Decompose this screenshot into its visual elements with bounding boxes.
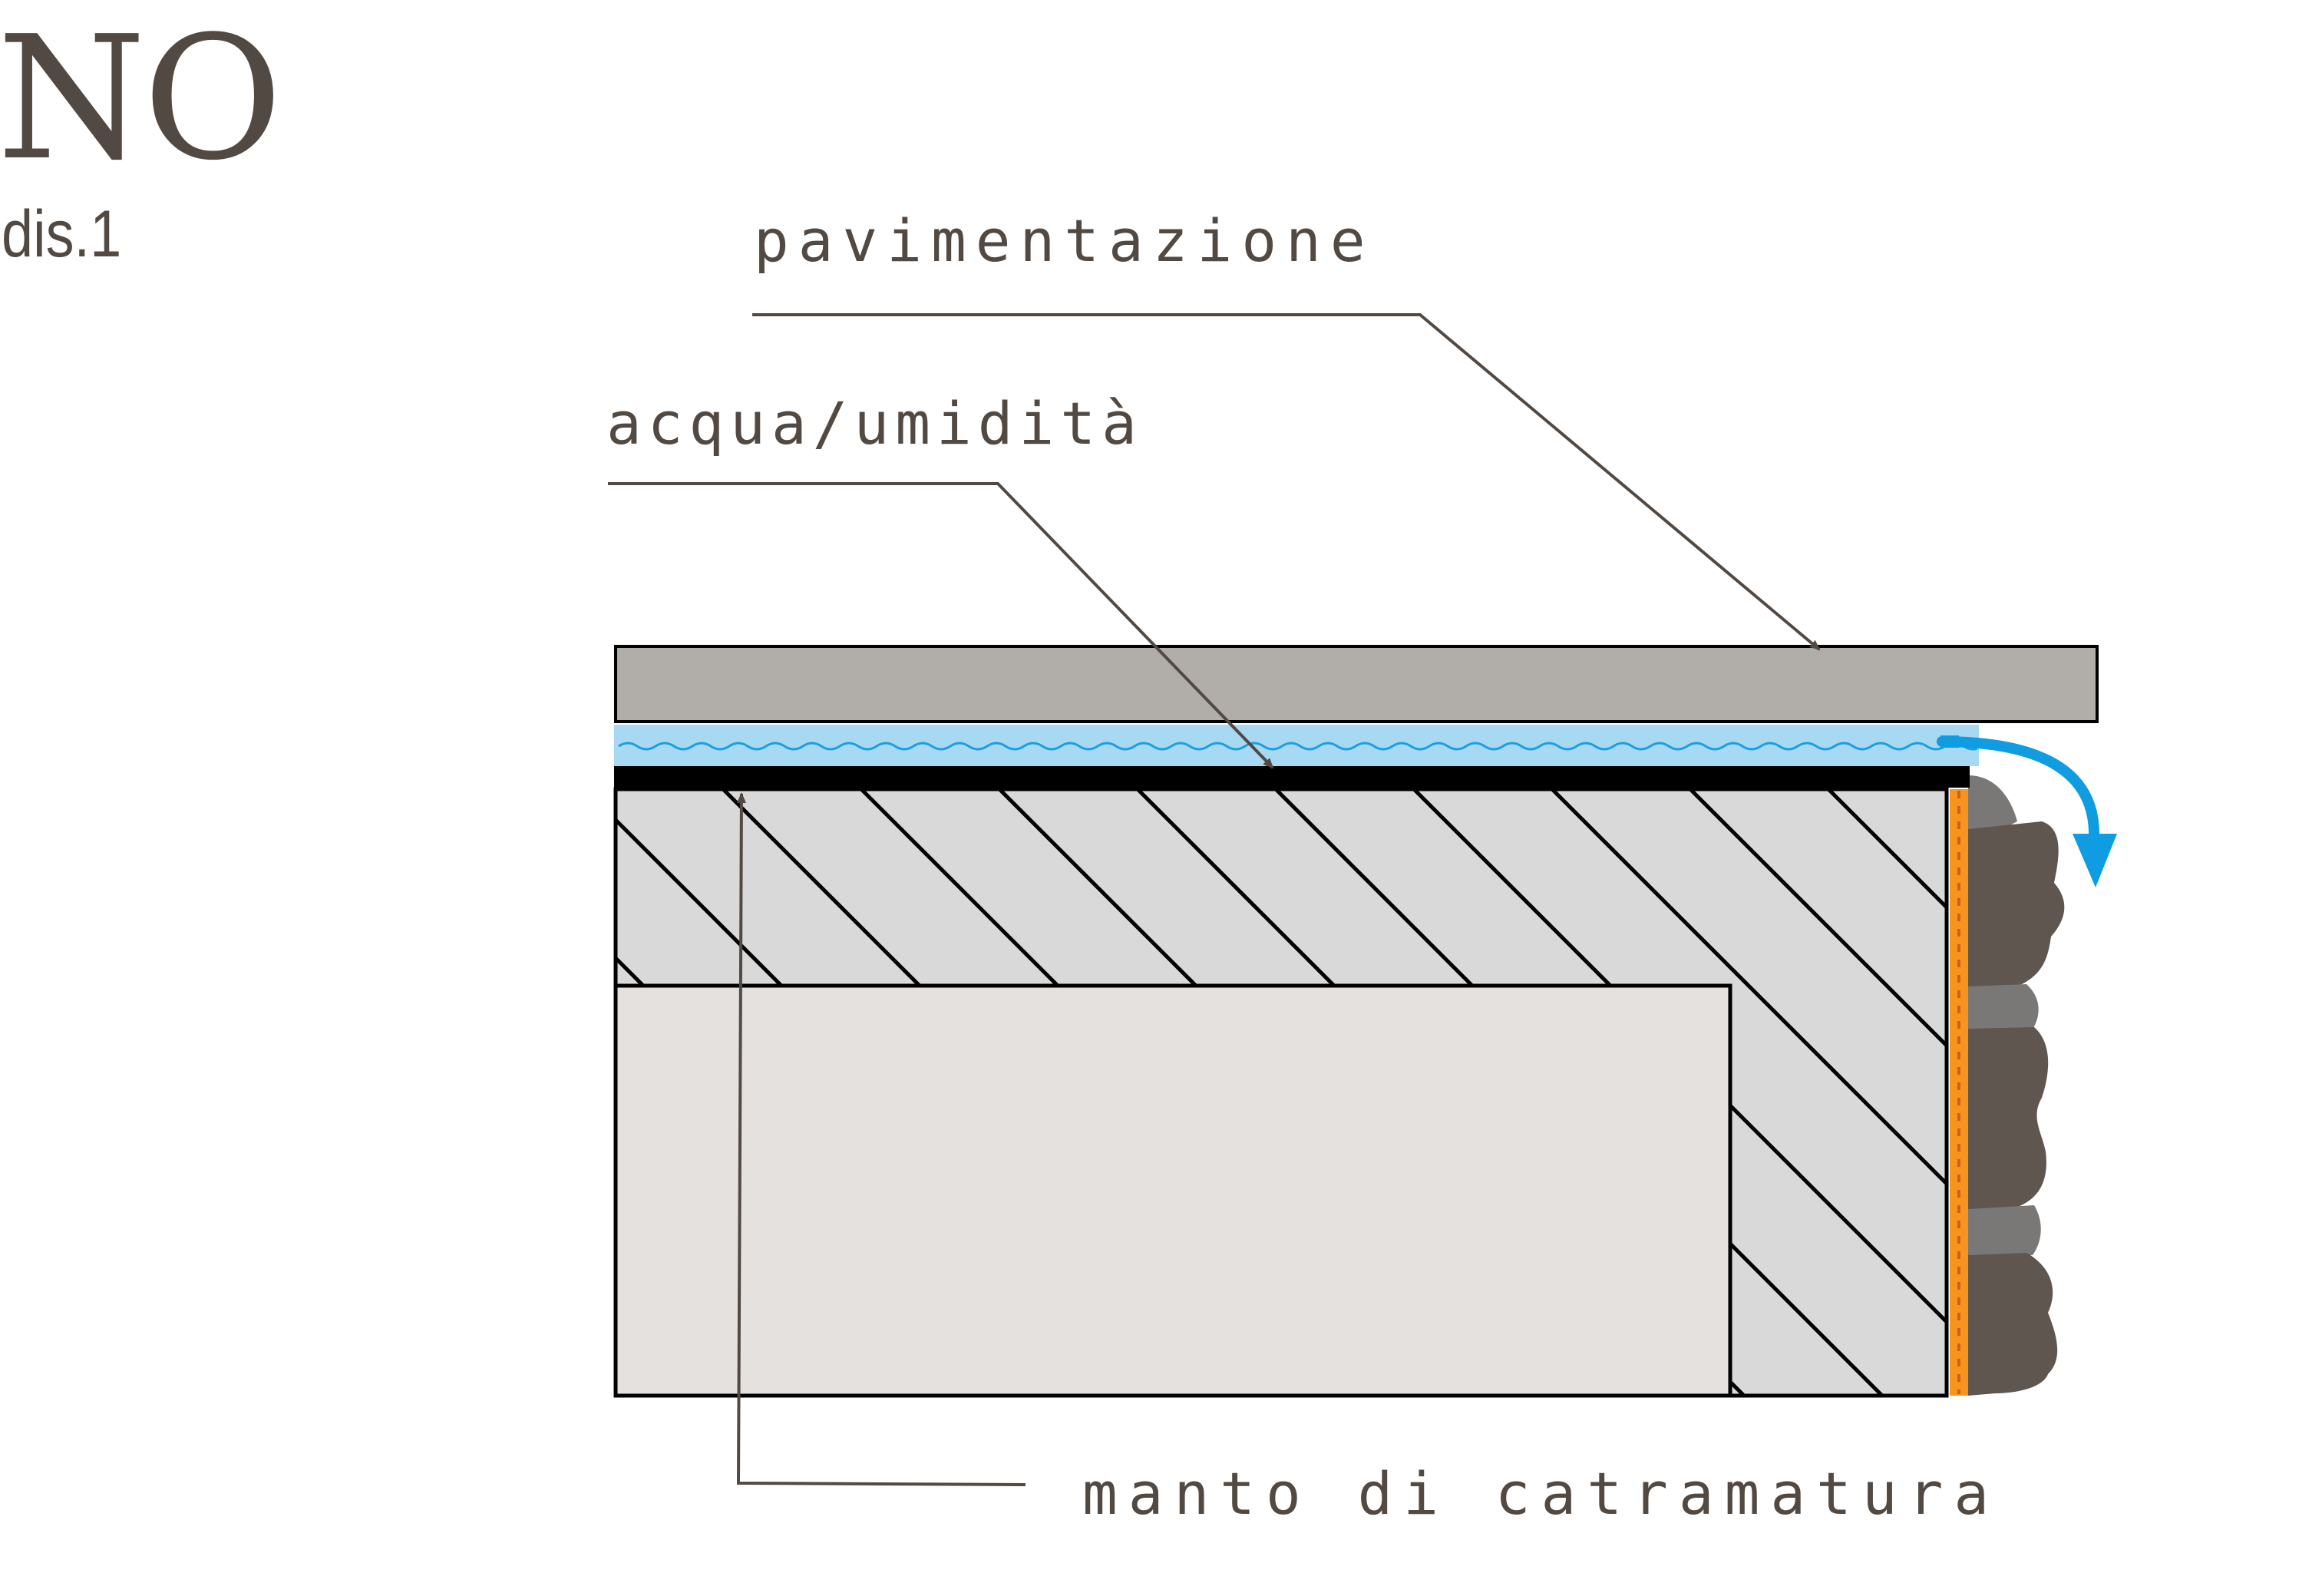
label-tar: manto di catramatura	[1082, 1459, 2000, 1528]
leader-tar: manto di catramatura	[736, 792, 2000, 1528]
hatch-line	[1825, 789, 1947, 910]
orange-strip	[1950, 789, 1968, 1396]
hatch-line	[1549, 789, 1947, 1187]
leader-paving: pavimentazione	[752, 207, 1821, 651]
label-water: acqua/umidità	[606, 389, 1143, 458]
hatch-line	[1687, 789, 1947, 1049]
inner-block	[613, 983, 1732, 1398]
drawing-number: dis.1	[2, 197, 122, 271]
stone-wall	[1968, 775, 2065, 1396]
water-flow-arrow	[1937, 735, 2117, 887]
leader-water: acqua/umidità	[606, 389, 1274, 769]
paving-slab	[614, 645, 2099, 723]
tar-membrane	[614, 766, 1970, 788]
water-layer	[614, 725, 1979, 766]
label-paving: pavimentazione	[754, 207, 1375, 275]
page-title: NO	[0, 0, 282, 198]
